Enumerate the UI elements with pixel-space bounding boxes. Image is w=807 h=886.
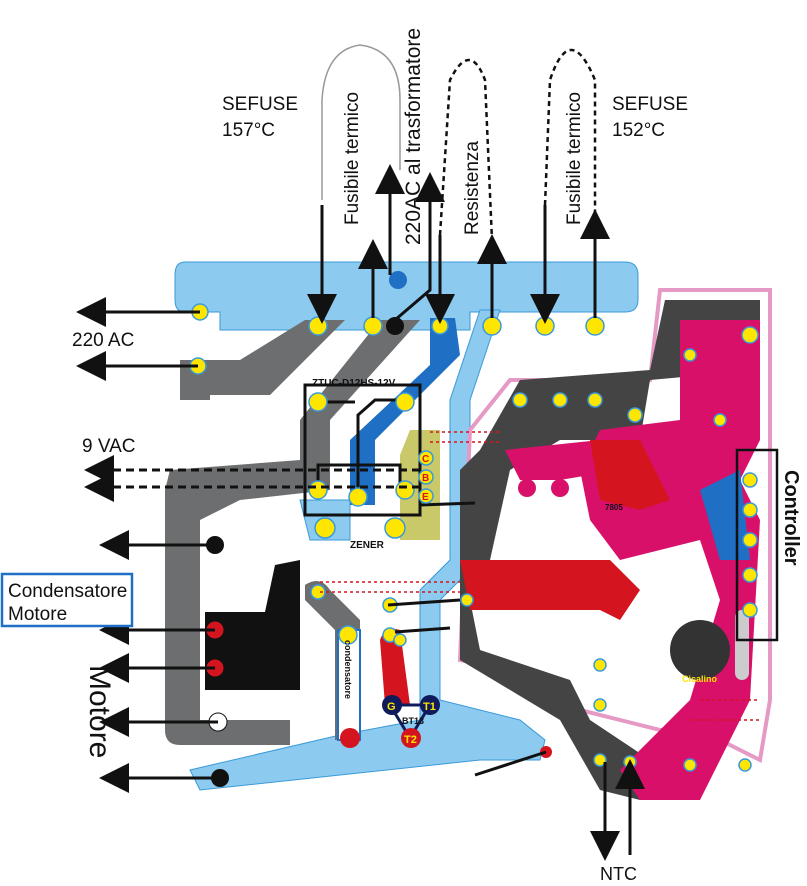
trace-top-bus — [174, 261, 639, 331]
capacitor-motor-label-2: Motore — [8, 604, 67, 625]
ntc-label: NTC — [600, 864, 637, 884]
buzzer-lead — [735, 610, 749, 680]
sefuse-right-label: SEFUSE — [612, 94, 688, 115]
resistor-label: Resistenza — [462, 141, 483, 235]
trace-red-upper — [590, 440, 670, 510]
ac-220-label: 220 AC — [72, 330, 134, 351]
pin-c-label: C — [422, 454, 429, 465]
motor-label: Motore — [83, 665, 116, 758]
transformer-label: 220AC al trasformatore — [402, 28, 425, 245]
triac-g-label: G — [387, 701, 396, 713]
relay-outline — [303, 383, 422, 517]
triac-label: BT13 — [402, 716, 424, 726]
triac-links — [387, 703, 433, 741]
triac-pin-t1 — [420, 695, 440, 715]
sefuse-left-temp: 157°C — [222, 120, 275, 141]
sefuse-right-temp: 152°C — [612, 120, 665, 141]
triac-t2-label: T2 — [404, 734, 417, 746]
buzzer — [670, 620, 730, 680]
controller-label: Controller — [780, 470, 802, 566]
triac-pin-g — [382, 695, 402, 715]
trace-dark-blue — [350, 318, 460, 505]
zener-label: ZENER — [350, 540, 385, 551]
pin-b-label: B — [422, 473, 429, 484]
triac-pin-t2 — [401, 728, 421, 748]
capacitor-motor-box — [0, 572, 134, 628]
regulator-label: 7805 — [605, 503, 623, 512]
capacitor-label: condensatore — [343, 640, 353, 699]
transistor-pins: C B E — [418, 450, 434, 504]
controller-outline — [735, 448, 779, 642]
relay-label: ZTUC-D12HS-12V — [312, 378, 396, 389]
trace-magenta-left — [505, 440, 620, 480]
connection-arrows — [76, 44, 645, 861]
triac-t1-label: T1 — [423, 701, 436, 713]
sefuse-left-label: SEFUSE — [222, 94, 298, 115]
trace-red-mid — [460, 560, 640, 620]
vac-9-label: 9 VAC — [82, 436, 136, 457]
trace-grey-left — [165, 320, 420, 745]
capacitor-motor-label-1: Condensatore — [8, 581, 127, 602]
fuse-right-label: Fusibile termico — [564, 92, 585, 225]
trace-grey-right — [460, 300, 760, 800]
buzzer-label: Cicalino — [682, 674, 718, 684]
trace-grey-upper — [180, 320, 345, 400]
fuse-left-label: Fusibile termico — [342, 92, 363, 225]
trace-red-triac — [380, 628, 410, 705]
jumper-wires — [387, 501, 547, 777]
motor-capacitor-block — [205, 560, 300, 690]
pin-e-label: E — [422, 492, 429, 503]
